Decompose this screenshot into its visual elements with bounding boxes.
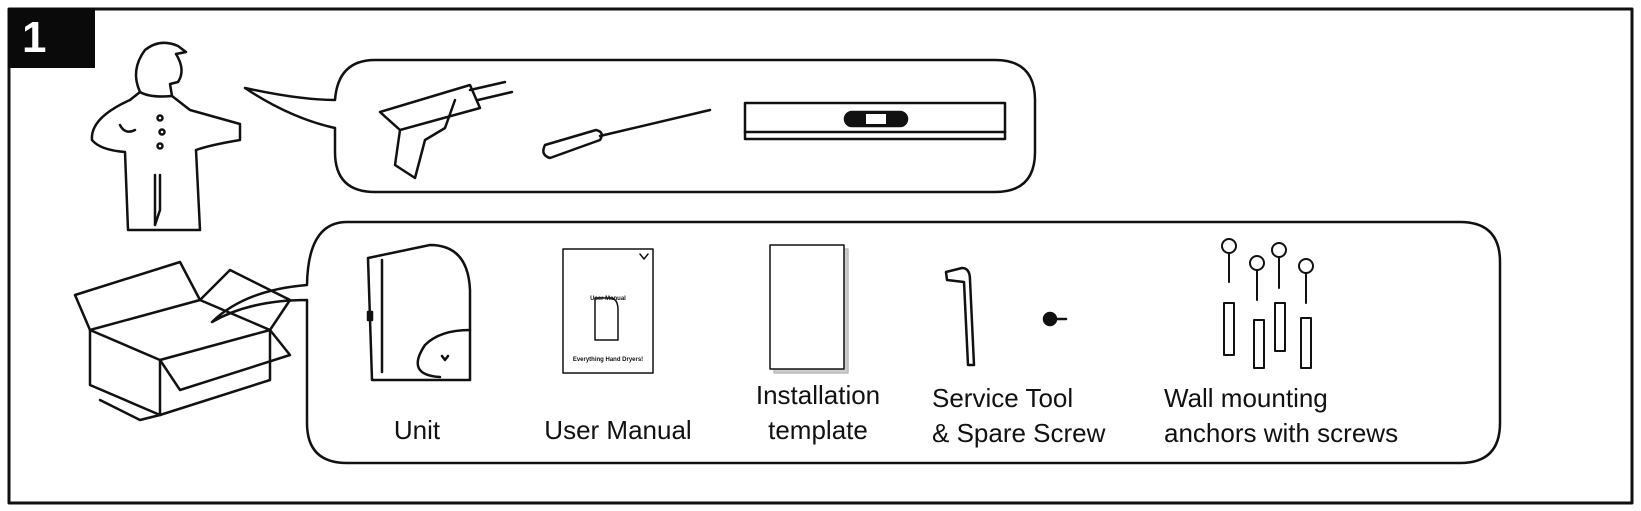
spare-screw-icon: [1042, 311, 1068, 327]
panel-frame: [7, 7, 1634, 505]
drill-icon: [378, 80, 514, 180]
label-wall-anchors: Wall mounting anchors with screws: [1164, 381, 1398, 451]
hand-dryer-unit-icon: [366, 243, 472, 382]
label-unit: Unit: [393, 415, 441, 445]
label-line: Service Tool: [932, 383, 1074, 413]
spirit-level-icon: [743, 101, 1007, 141]
open-box-icon: [73, 260, 292, 422]
wall-anchors-icon: [1221, 238, 1314, 369]
label-service-tool: Service Tool & Spare Screw: [932, 381, 1105, 451]
hex-key-icon: [944, 266, 976, 367]
user-manual-icon: [562, 248, 654, 374]
label-user-manual: User Manual: [544, 415, 692, 445]
label-line: Wall mounting: [1164, 383, 1328, 413]
label-line: Installation: [755, 380, 881, 410]
screwdriver-icon: [542, 108, 712, 160]
manual-cover-title: User Manual: [590, 296, 626, 302]
worker-figure-icon: [90, 41, 242, 232]
manual-cover-footer: Everything Hand Dryers!: [572, 357, 644, 363]
label-installation-template: Installation template: [756, 378, 880, 448]
contents-speech-bubble: [210, 220, 1502, 465]
label-line: anchors with screws: [1164, 418, 1399, 448]
label-line: & Spare Screw: [932, 418, 1106, 448]
tools-speech-bubble: [243, 58, 1037, 194]
label-line: template: [768, 415, 868, 445]
step-number-badge: 1: [8, 8, 95, 68]
installation-template-icon: [769, 244, 849, 374]
